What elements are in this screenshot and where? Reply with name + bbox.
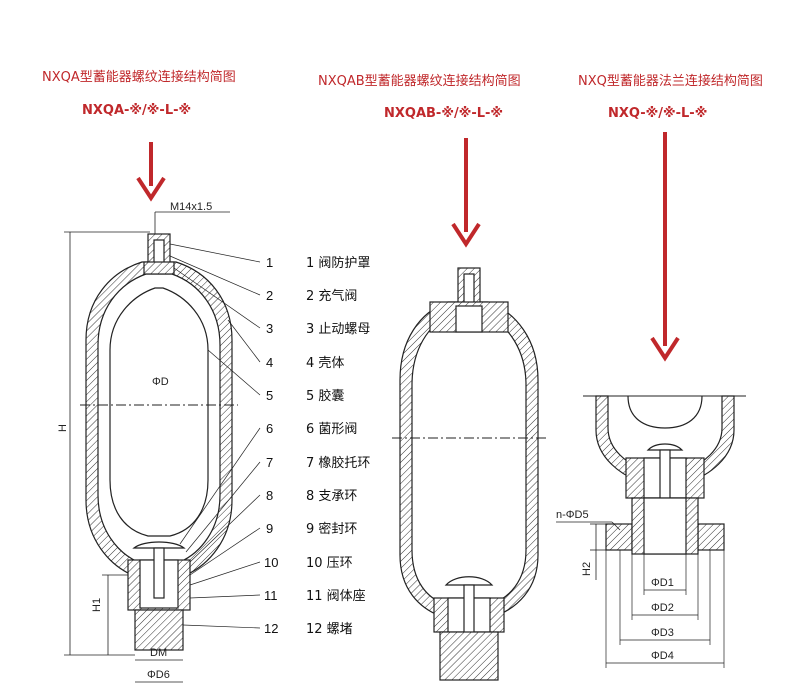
dim-diameter-label-left: ΦD	[152, 376, 169, 388]
dim-d2-label: ΦD2	[651, 602, 674, 614]
model-code-nxq: NXQ-※/※-L-※	[608, 106, 708, 121]
dim-d3-label: ΦD3	[651, 627, 674, 639]
dim-h1-label: H1	[91, 598, 103, 612]
part-label: 11 阀体座	[306, 589, 366, 604]
part-label: 9 密封环	[306, 521, 357, 537]
part-label: 8 支承环	[306, 489, 357, 504]
model-code-nxqab: NXQAB-※/※-L-※	[384, 106, 504, 121]
part-number: 2	[266, 288, 273, 303]
red-arrow-middle	[451, 138, 481, 248]
part-number: 6	[266, 421, 273, 436]
part-number: 1	[266, 255, 273, 270]
part-label: 10 压环	[306, 556, 353, 571]
parts-list: 1 1 阀防护罩 2 2 充气阀 3 3 止动螺母 4 4 壳体 5 5 胶囊 …	[264, 255, 370, 637]
part-label: 7 橡胶托环	[306, 455, 370, 471]
dim-d5-label: n-ΦD5	[556, 509, 589, 521]
dim-h2-label: H2	[581, 562, 593, 576]
accumulator-nxq-drawing	[556, 395, 746, 668]
part-number: 4	[266, 355, 273, 370]
part-label: 1 阀防护罩	[306, 255, 370, 271]
part-number: 9	[266, 521, 273, 536]
part-number: 12	[264, 621, 278, 636]
part-number: 5	[266, 388, 273, 403]
dim-height-label: H	[57, 424, 69, 432]
part-number: 8	[266, 488, 273, 503]
accumulator-nxqab-drawing	[392, 267, 546, 681]
part-label: 2 充气阀	[306, 288, 357, 304]
dim-dm-label: DM	[150, 647, 167, 659]
dim-d4-label: ΦD4	[651, 650, 674, 662]
diagram-title-nxqab: NXQAB型蓄能器螺纹连接结构简图	[318, 74, 521, 89]
red-arrow-right	[650, 132, 680, 362]
part-number: 10	[264, 555, 278, 570]
dim-thread-label: M14x1.5	[170, 201, 212, 213]
part-label: 5 胶囊	[306, 388, 344, 404]
part-label: 4 壳体	[306, 356, 344, 371]
dim-d6-label: ΦD6	[147, 669, 170, 681]
red-arrow-left	[136, 142, 166, 202]
accumulator-nxqa-drawing	[64, 211, 261, 683]
part-label: 12 螺堵	[306, 622, 353, 637]
model-code-nxqa: NXQA-※/※-L-※	[82, 103, 192, 118]
diagram-title-nxqa: NXQA型蓄能器螺纹连接结构简图	[42, 70, 236, 85]
part-number: 7	[266, 455, 273, 470]
part-label: 6 菌形阀	[306, 422, 357, 437]
part-label: 3 止动螺母	[306, 322, 370, 337]
part-number: 3	[266, 321, 273, 336]
dim-d1-label: ΦD1	[651, 577, 674, 589]
diagram-title-nxq: NXQ型蓄能器法兰连接结构简图	[578, 74, 763, 89]
part-number: 11	[264, 588, 278, 603]
